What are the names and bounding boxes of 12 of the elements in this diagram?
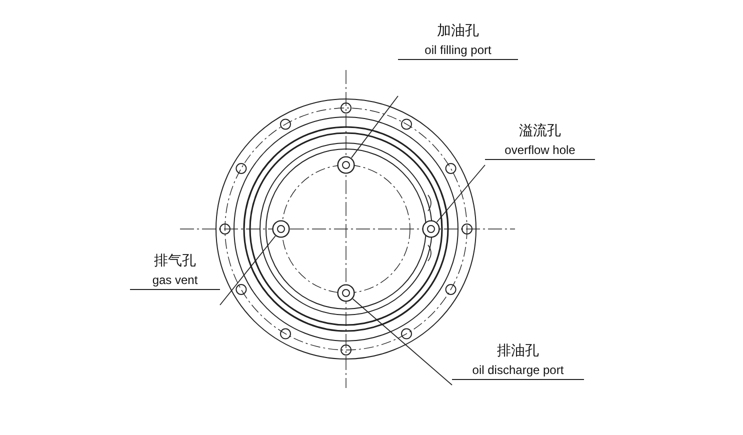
leader-line — [436, 164, 486, 223]
part-label-english: oil filling port — [398, 43, 518, 60]
part-label-english: gas vent — [130, 273, 220, 290]
leader-line — [352, 298, 452, 386]
part-label-english: overflow hole — [485, 143, 595, 160]
part-label: 溢流孔 — [518, 122, 562, 140]
part-label: 排油孔 — [496, 342, 540, 360]
part-label: 排气孔 — [153, 252, 197, 270]
part-label: 加油孔 — [436, 22, 480, 40]
leader-line — [220, 236, 276, 306]
part-label-english: oil discharge port — [452, 363, 584, 380]
leader-line — [350, 96, 398, 158]
